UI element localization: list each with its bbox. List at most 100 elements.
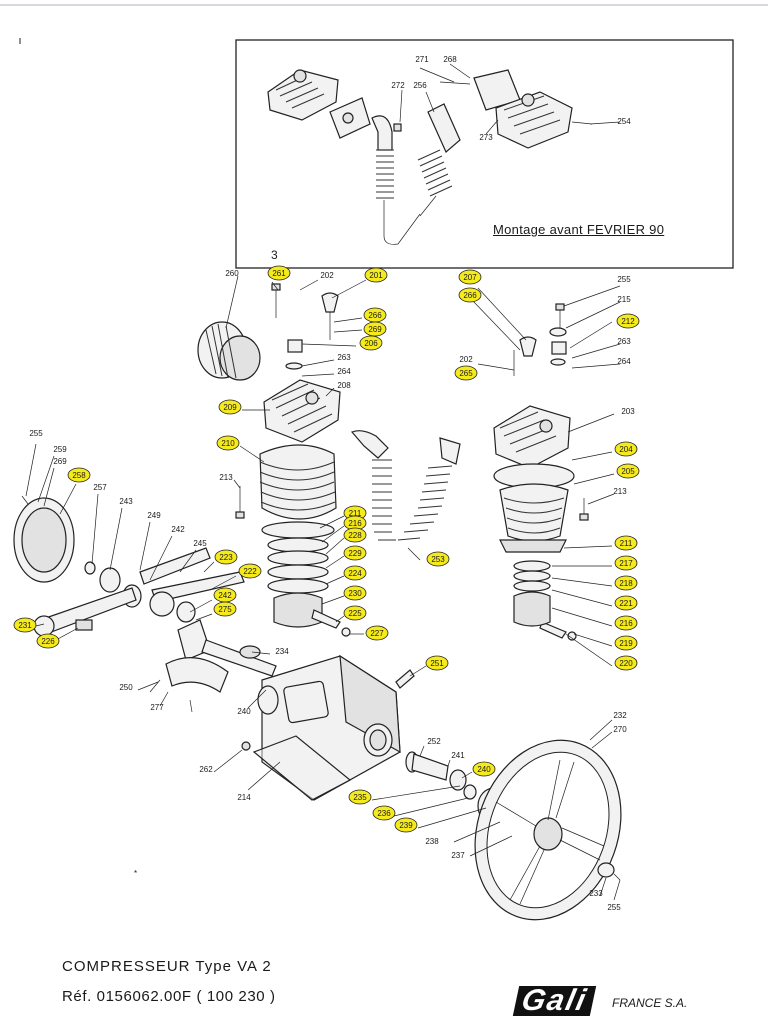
part-label-269: 269: [53, 457, 67, 466]
left-cylinder-210: [259, 444, 337, 520]
right-cylinder-head-203: [493, 405, 571, 469]
part-number-text: 272: [391, 81, 405, 90]
right-piston-rings: [513, 560, 551, 627]
highlight-marker: [267, 265, 291, 281]
inset-right-head: [473, 69, 593, 149]
highlight-marker: [343, 585, 367, 601]
part-label-259: 259: [53, 445, 67, 454]
scan-edge-line: [0, 4, 768, 6]
part-number-text: 204: [619, 445, 633, 454]
highlight-marker: [616, 313, 640, 329]
part-label-240: 240: [237, 707, 251, 716]
part-number-text: 218: [619, 579, 633, 588]
brand-logo: Gali: [512, 984, 596, 1017]
part-number-text: 260: [225, 269, 239, 278]
inset-right-hose: [417, 103, 461, 217]
part-label-250: 250: [119, 683, 133, 692]
highlighted-part-label-204: 204: [614, 441, 638, 457]
part-number-text: 202: [320, 271, 334, 280]
highlight-marker: [614, 535, 638, 551]
leader-lines: [25, 63, 621, 901]
left-valve-plate-260: [197, 321, 261, 381]
crankcase-214: [241, 654, 401, 801]
part-number-text: 213: [613, 487, 627, 496]
part-number-text: 263: [617, 337, 631, 346]
highlight-marker: [614, 441, 638, 457]
part-number-text: 264: [617, 357, 631, 366]
part-number-text: 215: [617, 295, 631, 304]
part-label-233: 233: [589, 889, 603, 898]
part-label-254: 254: [617, 117, 631, 126]
highlight-marker: [616, 463, 640, 479]
inset-frame: [235, 39, 734, 269]
bearing-cap: [149, 657, 229, 713]
highlight-marker: [67, 467, 91, 483]
part-label-255: 255: [607, 903, 621, 912]
highlight-marker: [238, 563, 262, 579]
highlight-marker: [213, 601, 237, 617]
highlighted-part-label-201: 201: [364, 267, 388, 283]
highlight-marker: [614, 635, 638, 651]
part-number-text: 214: [237, 793, 251, 802]
part-number-text: 254: [617, 117, 631, 126]
highlight-marker: [426, 551, 450, 567]
part-number-text: 273: [479, 133, 493, 142]
highlight-marker: [216, 435, 240, 451]
part-number-text: 245: [193, 539, 207, 548]
part-number-text: 209: [223, 403, 237, 412]
highlight-marker: [454, 365, 478, 381]
part-number-text: 265: [459, 369, 473, 378]
highlight-marker: [36, 633, 60, 649]
part-label-215: 215: [617, 295, 631, 304]
highlighted-part-label-221: 221: [614, 595, 638, 611]
part-label-271: 271: [415, 55, 429, 64]
part-number-text: 226: [41, 637, 55, 646]
highlighted-part-label-261: 261: [267, 265, 291, 281]
part-number-text: 255: [29, 429, 43, 438]
part-number-text: 240: [477, 765, 491, 774]
part-number-text: 269: [368, 325, 382, 334]
part-label-264: 264: [337, 367, 351, 376]
right-fasteners: [513, 303, 589, 641]
highlighted-part-label-217: 217: [614, 555, 638, 571]
part-number-text: 229: [348, 549, 362, 558]
part-number-text: 216: [348, 519, 362, 528]
highlighted-part-label-223: 223: [214, 549, 238, 565]
brand-suffix: FRANCE S.A.: [612, 996, 688, 1010]
highlighted-part-label-211: 211: [614, 535, 638, 551]
part-number-text: 206: [364, 339, 378, 348]
highlighted-part-label-236: 236: [372, 805, 396, 821]
part-number-text: 240: [237, 707, 251, 716]
part-label-277: 277: [150, 703, 164, 712]
part-label-263: 263: [337, 353, 351, 362]
highlight-marker: [365, 625, 389, 641]
inset-left-head: [267, 69, 339, 121]
part-number-text: 249: [147, 511, 161, 520]
part-label-270: 270: [613, 725, 627, 734]
highlight-marker: [13, 617, 37, 633]
part-label-208: 208: [337, 381, 351, 390]
highlighted-part-label-251: 251: [425, 655, 449, 671]
part-number-text: 233: [589, 889, 603, 898]
part-number-text: 258: [72, 471, 86, 480]
highlighted-part-label-229: 229: [343, 545, 367, 561]
highlighted-part-label-275: 275: [213, 601, 237, 617]
inset-left-hose: [371, 115, 421, 245]
highlight-marker: [394, 817, 418, 833]
part-label-263: 263: [617, 337, 631, 346]
part-number-text: 266: [368, 311, 382, 320]
caption-title: COMPRESSEUR Type VA 2: [62, 958, 272, 975]
highlight-marker: [614, 555, 638, 571]
highlighted-part-label-227: 227: [365, 625, 389, 641]
part-number-text: 223: [219, 553, 233, 562]
part-number-text: 217: [619, 559, 633, 568]
part-label-272: 272: [391, 81, 405, 90]
part-number-text: 275: [218, 605, 232, 614]
part-number-text: 238: [425, 837, 439, 846]
part-number-text: 264: [337, 367, 351, 376]
part-number-text: 205: [621, 467, 635, 476]
part-label-249: 249: [147, 511, 161, 520]
part-number-text: 232: [613, 711, 627, 720]
highlight-marker: [458, 287, 482, 303]
